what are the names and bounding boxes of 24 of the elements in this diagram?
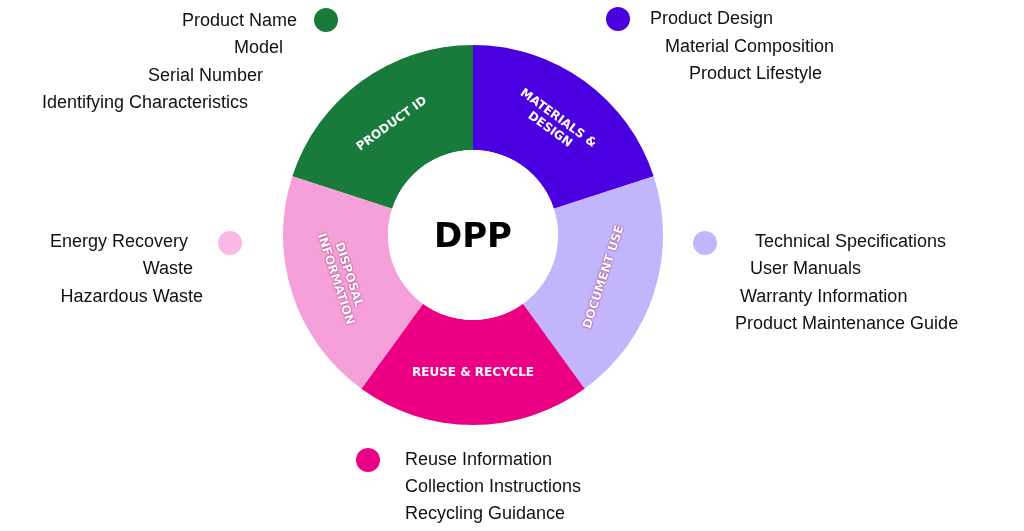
list-item: Collection Instructions <box>405 475 582 497</box>
list-item: Reuse Information <box>405 448 553 470</box>
bullet-dot <box>356 448 380 472</box>
list-item: Product Name <box>181 9 297 31</box>
list-item: Model <box>233 36 283 58</box>
bullet-dot <box>606 7 630 31</box>
list-item: Hazardous Waste <box>60 285 203 307</box>
list-item: Technical Specifications <box>755 230 947 252</box>
list-item: Material Composition <box>665 35 835 57</box>
bullet-dot <box>693 231 717 255</box>
list-item: Warranty Information <box>740 285 908 307</box>
bullet-dot <box>314 8 338 32</box>
list-item: Recycling Guidance <box>405 502 566 524</box>
list-item: Serial Number <box>147 64 263 86</box>
list-item: Energy Recovery <box>49 230 188 252</box>
list-item: Product Maintenance Guide <box>735 312 959 334</box>
list-item: Product Lifestyle <box>689 62 823 84</box>
bullet-dot <box>218 231 242 255</box>
list-item: Product Design <box>650 7 774 29</box>
center-label: DPP <box>433 215 513 255</box>
segment-label: REUSE & RECYCLE <box>411 365 535 380</box>
list-item: Waste <box>142 257 193 279</box>
list-item: User Manuals <box>750 257 862 279</box>
list-item: Identifying Characteristics <box>41 91 248 113</box>
